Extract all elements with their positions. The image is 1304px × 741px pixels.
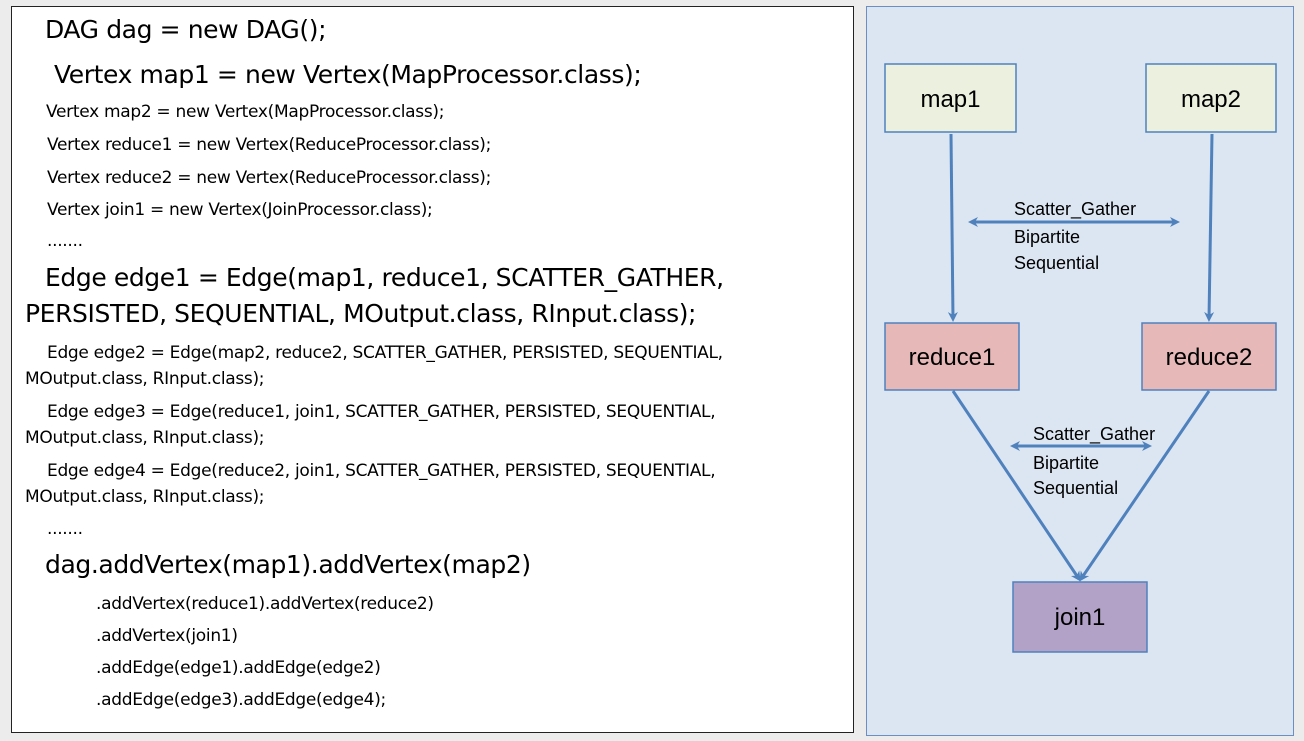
node-reduce2: reduce2 [1141, 322, 1277, 391]
edge-label-top-type: Bipartite [1014, 227, 1080, 247]
node-map2: map2 [1145, 63, 1277, 133]
diagram-panel: Scatter_Gather Bipartite Sequential Scat… [866, 6, 1294, 736]
code-panel: DAG dag = new DAG(); Vertex map1 = new V… [11, 6, 854, 733]
code-line-ellipsis-2: ....... [47, 519, 83, 539]
edge-label-bottom-pattern: Scatter_Gather [1033, 424, 1155, 445]
code-line-reduce1: Vertex reduce1 = new Vertex(ReduceProces… [47, 135, 492, 155]
code-line-edge1-a: Edge edge1 = Edge(map1, reduce1, SCATTER… [45, 263, 724, 292]
code-line-map1: Vertex map1 = new Vertex(MapProcessor.cl… [54, 60, 642, 89]
code-line-ellipsis-1: ....... [47, 231, 83, 251]
edge-map1-reduce1 [947, 133, 958, 322]
code-line-reduce2: Vertex reduce2 = new Vertex(ReduceProces… [47, 168, 492, 188]
edge-reduce2-join1 [1079, 390, 1211, 582]
code-line-edge3-b: MOutput.class, RInput.class); [25, 428, 265, 448]
code-line-dag: DAG dag = new DAG(); [45, 15, 327, 44]
code-line-addvertex: dag.addVertex(map1).addVertex(map2) [45, 550, 531, 579]
node-reduce2-label: reduce2 [1166, 344, 1253, 371]
dag-diagram: Scatter_Gather Bipartite Sequential Scat… [884, 63, 1277, 653]
edge-map2-reduce2 [1204, 133, 1215, 322]
edge-label-top-scheduling: Sequential [1014, 253, 1099, 273]
node-map1-label: map1 [920, 86, 980, 113]
node-join1-label: join1 [1054, 604, 1106, 631]
code-line-addedge-1: .addEdge(edge1).addEdge(edge2) [96, 658, 381, 678]
edge-label-bottom-type: Bipartite [1033, 453, 1099, 473]
code-line-addvertex-join: .addVertex(join1) [96, 626, 238, 646]
node-reduce1-label: reduce1 [909, 344, 996, 371]
code-line-addvertex-reduce: .addVertex(reduce1).addVertex(reduce2) [96, 594, 434, 614]
code-line-edge4-b: MOutput.class, RInput.class); [25, 487, 265, 507]
code-line-edge1-b: PERSISTED, SEQUENTIAL, MOutput.class, RI… [25, 299, 697, 328]
node-join1: join1 [1012, 581, 1148, 653]
code-line-join1: Vertex join1 = new Vertex(JoinProcessor.… [47, 200, 433, 220]
code-line-edge2-a: Edge edge2 = Edge(map2, reduce2, SCATTER… [47, 343, 723, 363]
code-line-edge3-a: Edge edge3 = Edge(reduce1, join1, SCATTE… [47, 402, 716, 422]
code-line-edge2-b: MOutput.class, RInput.class); [25, 369, 265, 389]
code-line-addedge-2: .addEdge(edge3).addEdge(edge4); [96, 690, 386, 710]
node-map1: map1 [884, 63, 1017, 133]
code-line-map2: Vertex map2 = new Vertex(MapProcessor.cl… [46, 102, 445, 122]
code-line-edge4-a: Edge edge4 = Edge(reduce2, join1, SCATTE… [47, 461, 716, 481]
edge-reduce1-join1 [951, 390, 1081, 582]
edge-label-top-pattern: Scatter_Gather [1014, 199, 1136, 220]
node-map2-label: map2 [1181, 86, 1241, 113]
edge-label-bottom-scheduling: Sequential [1033, 478, 1118, 498]
node-reduce1: reduce1 [884, 322, 1020, 391]
